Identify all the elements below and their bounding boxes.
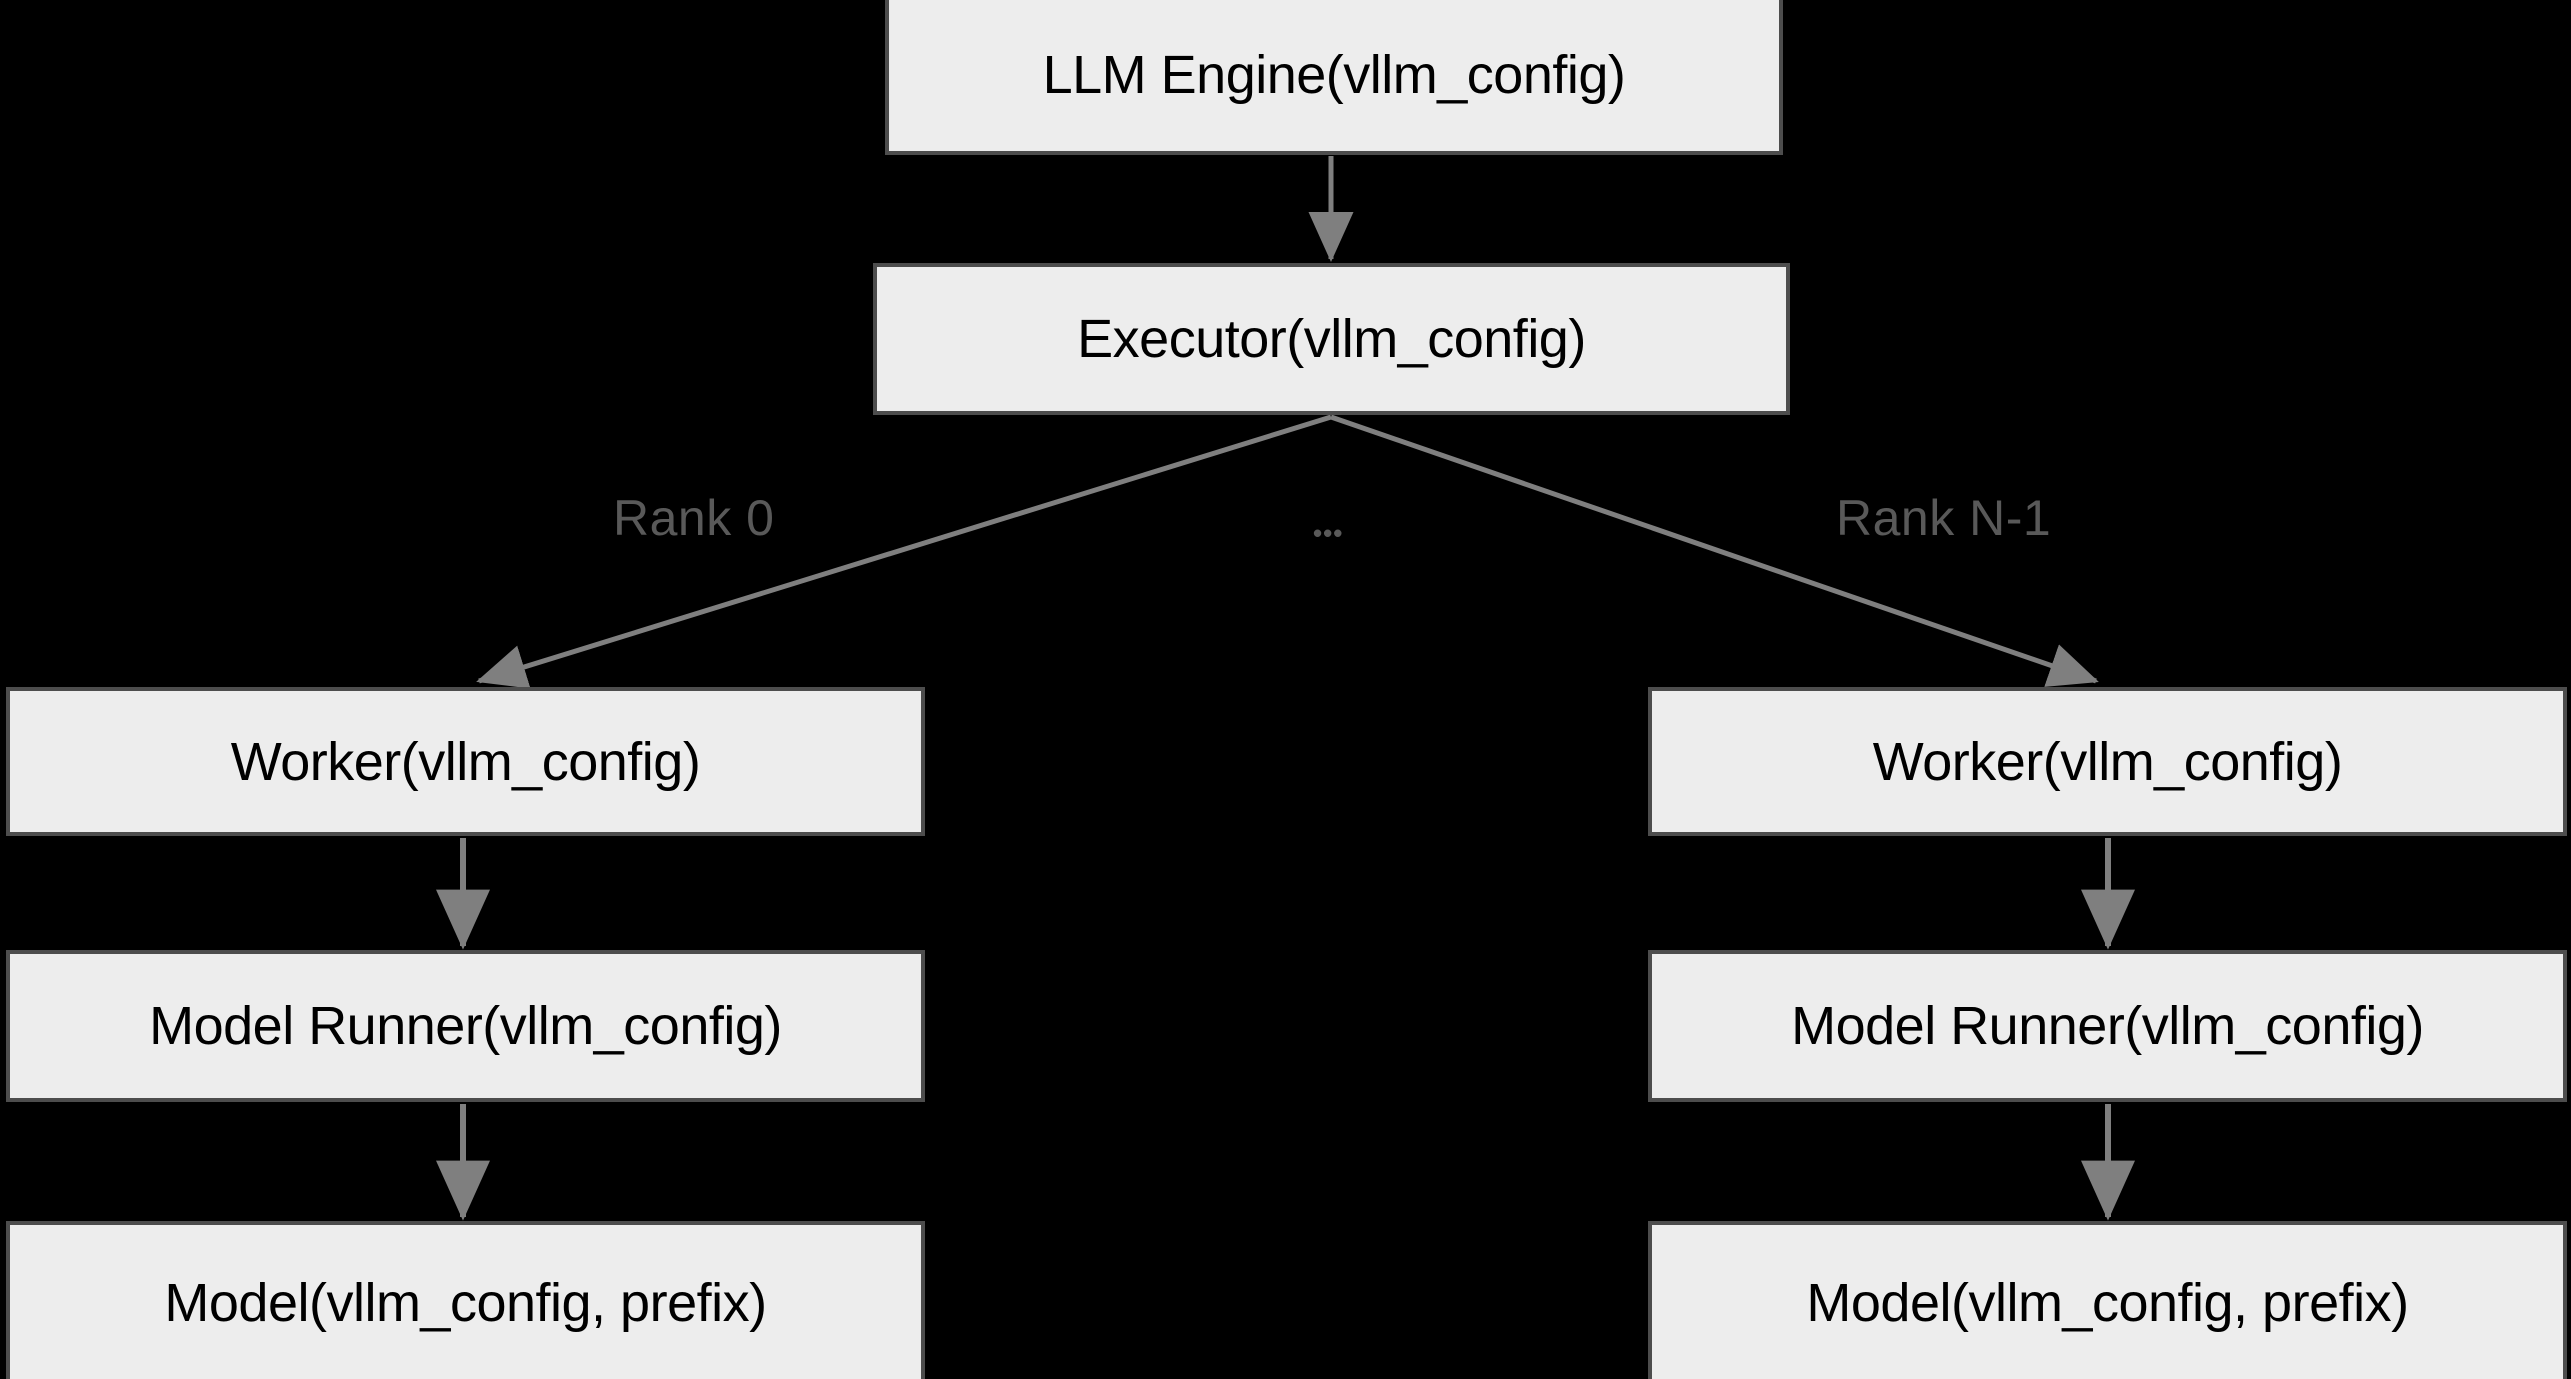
- edge-label-rank-n-1: Rank N-1: [1836, 490, 2052, 546]
- node-model-runner-rank-0[interactable]: Model Runner(vllm_config): [6, 950, 925, 1102]
- node-model-rank-0[interactable]: Model(vllm_config, prefix): [6, 1221, 925, 1379]
- edge-executor-to-worker-right: [1330, 414, 2099, 687]
- node-llm-engine[interactable]: LLM Engine(vllm_config): [885, 0, 1783, 155]
- node-executor[interactable]: Executor(vllm_config): [873, 263, 1790, 415]
- node-model-rank-n-1[interactable]: Model(vllm_config, prefix): [1648, 1221, 2567, 1379]
- edge-label-ellipsis: •••: [1313, 518, 1344, 548]
- edge-executor-to-worker-left: [476, 414, 1332, 689]
- node-model-runner-rank-n-1[interactable]: Model Runner(vllm_config): [1648, 950, 2567, 1102]
- edge-label-rank-0: Rank 0: [613, 490, 775, 546]
- node-worker-rank-n-1[interactable]: Worker(vllm_config): [1648, 687, 2567, 836]
- node-worker-rank-0[interactable]: Worker(vllm_config): [6, 687, 925, 836]
